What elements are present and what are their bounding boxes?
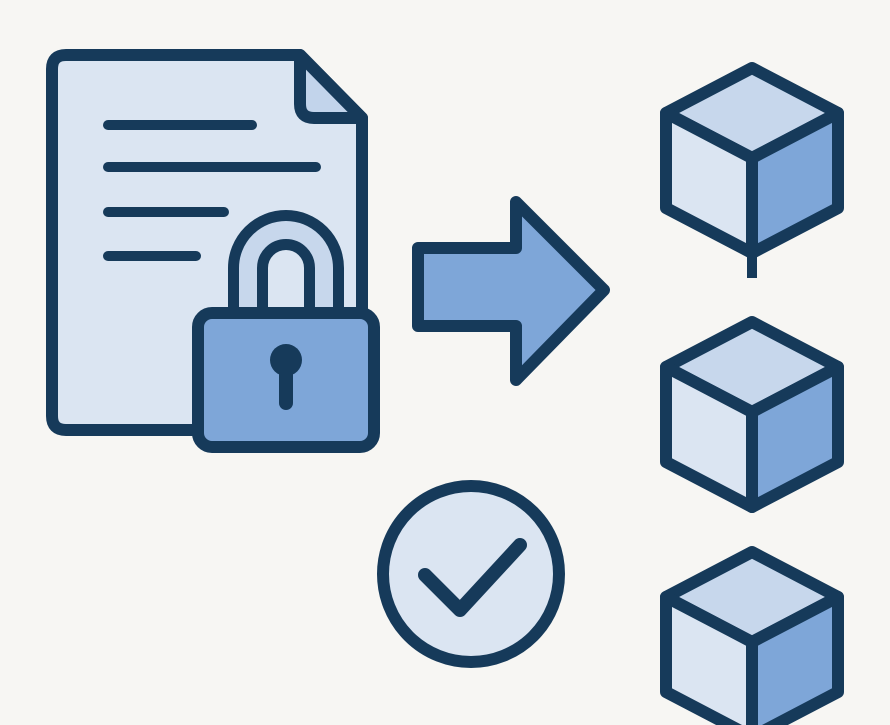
keyhole-icon: [270, 344, 302, 410]
cube-left-face: [660, 591, 758, 725]
cube-right-face: [746, 591, 844, 725]
padlock-icon: [192, 210, 380, 453]
checkmark-circle-icon: [377, 480, 565, 668]
cube-icon: [660, 62, 844, 259]
cube-icon: [660, 316, 844, 513]
cube-right-face: [746, 107, 844, 259]
document-text-lines: [103, 120, 321, 261]
cube-right-face: [746, 361, 844, 513]
arrow-right-icon: [412, 196, 610, 386]
blockchain-icon: [660, 62, 844, 725]
cube-icon: [660, 546, 844, 725]
